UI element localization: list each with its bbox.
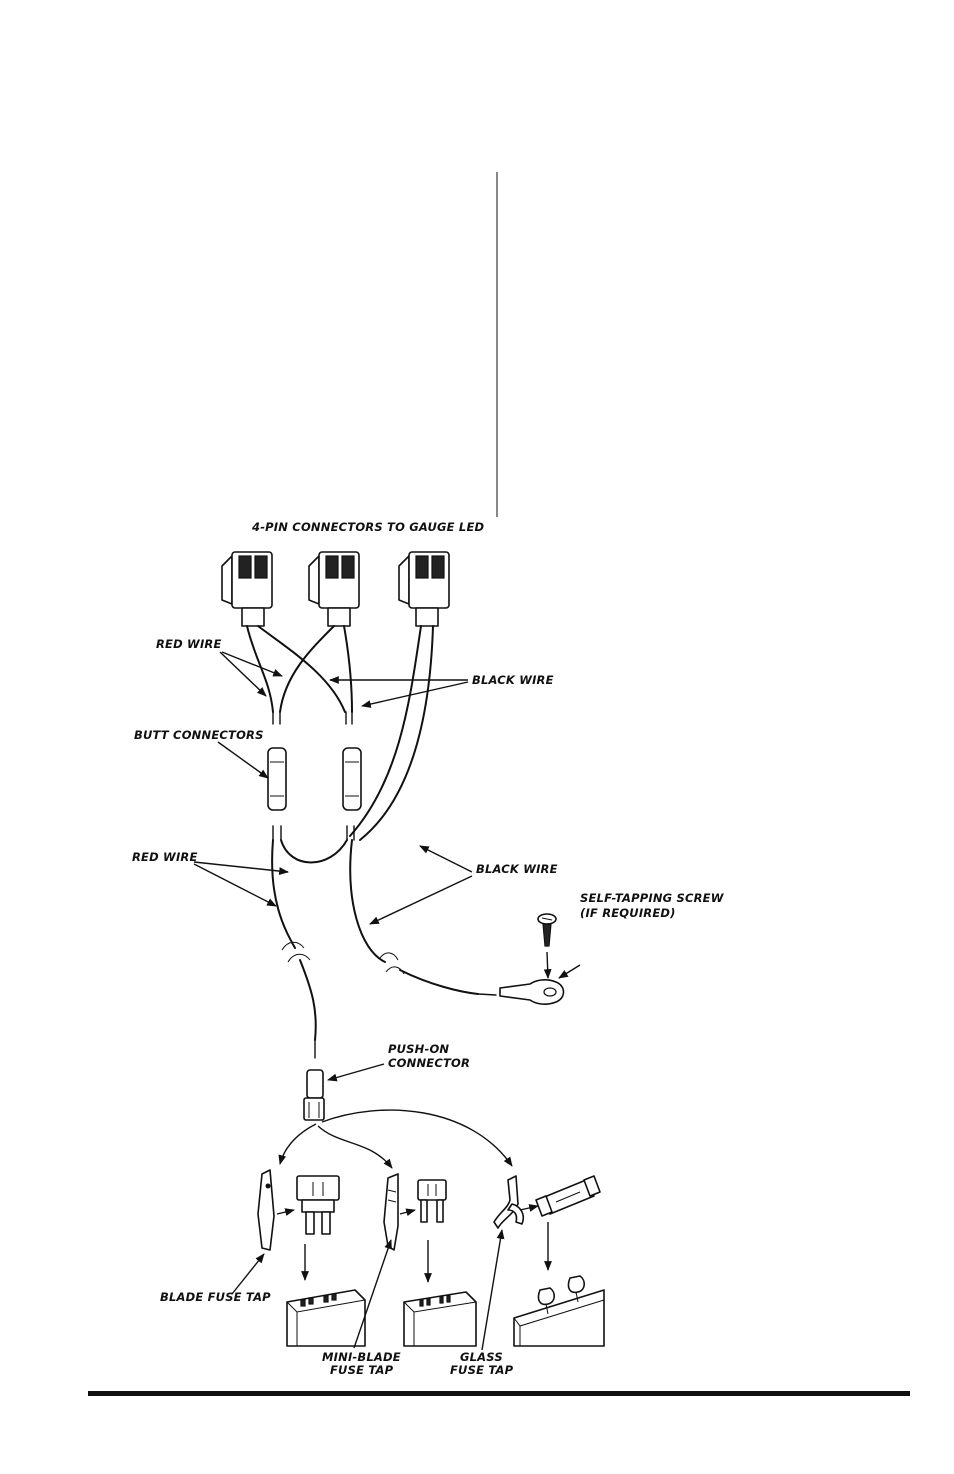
label-butt-connectors: BUTT CONNECTORS bbox=[134, 728, 264, 742]
label-glass-line1: GLASS bbox=[460, 1350, 503, 1364]
self-tapping-screw bbox=[538, 914, 556, 946]
label-red-wire-mid: RED WIRE bbox=[132, 850, 198, 864]
mini-blade-fuse bbox=[418, 1180, 446, 1222]
label-screw-line2: (IF REQUIRED) bbox=[580, 906, 676, 920]
mini-blade-fuse-tap bbox=[384, 1174, 398, 1250]
glass-fuse-tap bbox=[494, 1176, 523, 1228]
label-mini-blade-line2: FUSE TAP bbox=[330, 1363, 394, 1377]
label-mini-blade-line1: MINI-BLADE bbox=[322, 1350, 401, 1364]
four-pin-connector-middle bbox=[309, 552, 359, 626]
fuse-block-mini-blade bbox=[404, 1292, 476, 1346]
butt-connector-left bbox=[268, 748, 286, 810]
lower-wires bbox=[272, 826, 496, 1058]
label-black-wire-top: BLACK WIRE bbox=[472, 673, 554, 687]
fuse-block-blade bbox=[287, 1290, 365, 1346]
label-four-pin-connectors: 4-PIN CONNECTORS TO GAUGE LED bbox=[251, 520, 484, 534]
label-glass-line2: FUSE TAP bbox=[450, 1363, 514, 1377]
label-blade-fuse-tap: BLADE FUSE TAP bbox=[160, 1290, 271, 1304]
glass-fuse bbox=[536, 1176, 600, 1216]
label-push-on-line2: CONNECTOR bbox=[388, 1056, 470, 1070]
four-pin-connector-right bbox=[399, 552, 449, 626]
blade-fuse bbox=[297, 1176, 339, 1234]
label-push-on-line1: PUSH-ON bbox=[388, 1042, 449, 1056]
footer-rule bbox=[88, 1391, 910, 1396]
ring-terminal bbox=[500, 980, 564, 1004]
push-on-connector bbox=[304, 1070, 324, 1120]
label-black-wire-mid: BLACK WIRE bbox=[476, 862, 558, 876]
label-screw-line1: SELF-TAPPING SCREW bbox=[580, 891, 725, 905]
fuse-block-glass bbox=[514, 1276, 604, 1346]
label-red-wire-top: RED WIRE bbox=[156, 637, 222, 651]
butt-connector-right bbox=[343, 748, 361, 810]
four-pin-connector-left bbox=[222, 552, 272, 626]
blade-fuse-tap bbox=[258, 1170, 274, 1250]
